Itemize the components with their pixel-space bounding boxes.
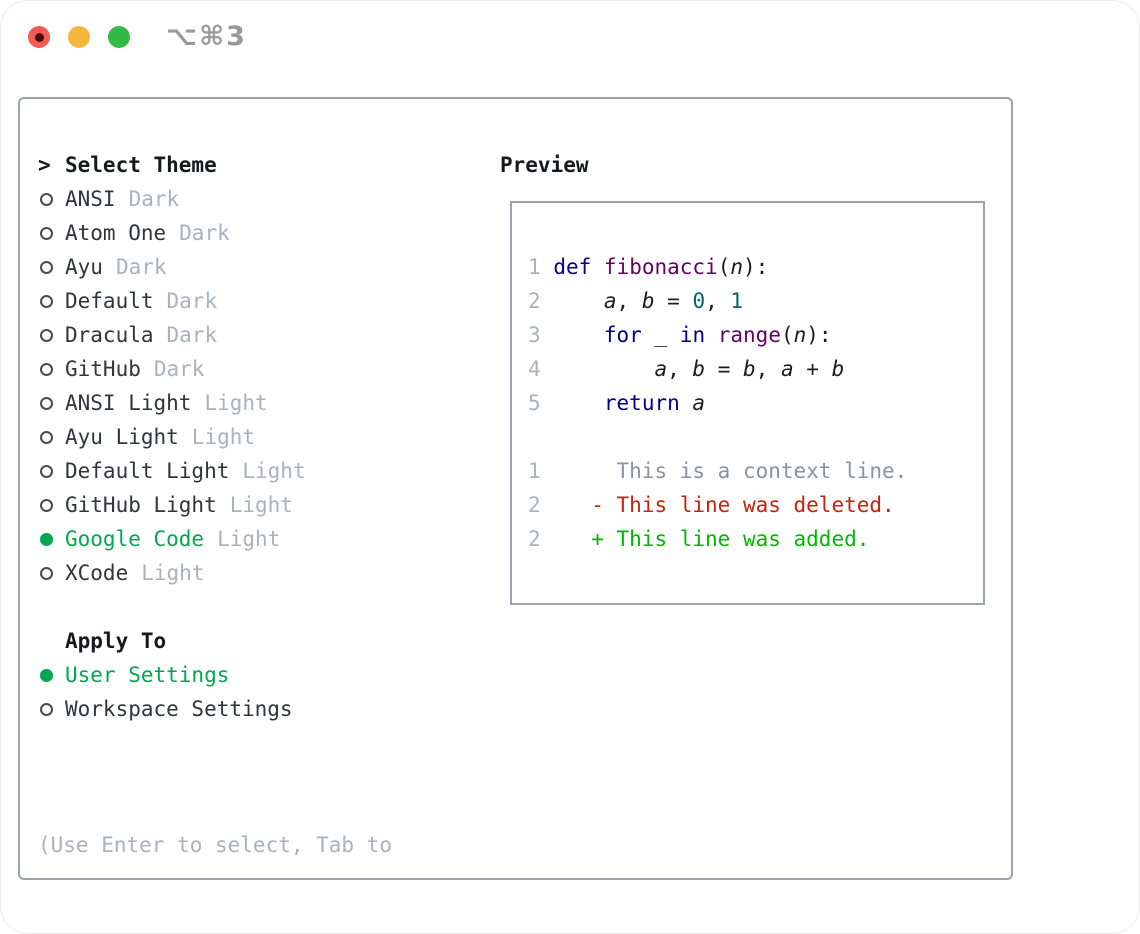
diff-line-context: 1 This is a context line. <box>528 459 908 483</box>
theme-option-ansi-light[interactable]: ANSI Light Light <box>38 386 392 420</box>
radio-icon <box>38 498 65 512</box>
theme-variant: Light <box>191 425 256 449</box>
unsaved-indicator-icon <box>34 32 44 42</box>
theme-name: ANSI <box>65 187 116 211</box>
theme-variant: Light <box>242 459 306 483</box>
theme-variant: Light <box>141 561 205 585</box>
code-line: 3 for _ in range(n): <box>528 323 832 347</box>
line-number: 2 <box>528 493 541 517</box>
theme-option-default[interactable]: Default Dark <box>38 284 392 318</box>
preview-pane: 1 def fibonacci(n): 2 a, b = 0, 1 3 for _ … <box>510 201 985 605</box>
theme-name: GitHub <box>65 357 141 381</box>
line-number: 3 <box>528 323 541 347</box>
theme-variant: Dark <box>166 323 218 347</box>
diff-line-deleted: 2 - This line was deleted. <box>528 493 895 517</box>
theme-option-xcode[interactable]: XCode Light <box>38 556 392 590</box>
traffic-lights <box>28 26 130 48</box>
line-number: 4 <box>528 357 541 381</box>
code-line: 4 a, b = b, a + b <box>528 357 845 381</box>
preview-title: Preview <box>500 153 589 177</box>
radio-icon <box>38 396 65 410</box>
theme-name: GitHub Light <box>65 493 217 517</box>
apply-to-header: Apply To <box>38 624 392 658</box>
radio-icon <box>38 702 65 716</box>
theme-name: ANSI Light <box>65 391 192 415</box>
code-line: 2 a, b = 0, 1 <box>528 289 744 313</box>
radio-icon <box>38 226 65 240</box>
line-number: 5 <box>528 391 541 415</box>
line-number: 1 <box>528 459 541 483</box>
theme-option-ansi[interactable]: ANSI Dark <box>38 182 392 216</box>
apply-option-user-settings[interactable]: User Settings <box>38 658 392 692</box>
theme-variant: Dark <box>153 357 205 381</box>
radio-icon <box>38 362 65 376</box>
theme-option-github[interactable]: GitHub Dark <box>38 352 392 386</box>
theme-variant: Dark <box>128 187 180 211</box>
blank-line <box>528 420 983 454</box>
theme-option-github-light[interactable]: GitHub Light Light <box>38 488 392 522</box>
zoom-button[interactable] <box>108 26 130 48</box>
radio-icon <box>38 294 65 308</box>
apply-to-title: Apply To <box>65 629 167 653</box>
minimize-button[interactable] <box>68 26 90 48</box>
theme-name: Ayu <box>65 255 103 279</box>
apply-option-label: User Settings <box>65 663 230 687</box>
line-number: 1 <box>528 255 541 279</box>
focus-caret-icon: > <box>38 153 51 177</box>
code-line: 5 return a <box>528 391 706 415</box>
radio-icon <box>38 328 65 342</box>
theme-option-default-light[interactable]: Default Light Light <box>38 454 392 488</box>
theme-name: XCode <box>65 561 129 585</box>
line-number: 2 <box>528 527 541 551</box>
diff-line-added: 2 + This line was added. <box>528 527 870 551</box>
theme-name: Dracula <box>65 323 154 347</box>
code-line: 1 def fibonacci(n): <box>528 255 769 279</box>
select-theme-title: Select Theme <box>65 153 217 177</box>
window-title: ⌥⌘3 <box>166 21 247 52</box>
theme-variant: Light <box>217 527 281 551</box>
radio-icon <box>38 464 65 478</box>
help-text-line2: change focus) <box>38 930 392 934</box>
selected-radio-icon <box>38 532 65 546</box>
line-number: 2 <box>528 289 541 313</box>
theme-variant: Light <box>204 391 268 415</box>
select-theme-header: > Select Theme <box>38 148 392 182</box>
theme-name: Default <box>65 289 154 313</box>
theme-option-ayu[interactable]: Ayu Dark <box>38 250 392 284</box>
theme-variant: Light <box>229 493 293 517</box>
spacer <box>38 590 392 624</box>
spacer <box>38 726 392 760</box>
radio-icon <box>38 566 65 580</box>
theme-name: Ayu Light <box>65 425 179 449</box>
theme-variant: Dark <box>166 289 218 313</box>
apply-option-label: Workspace Settings <box>65 697 293 721</box>
titlebar: ⌥⌘3 <box>0 0 1140 75</box>
theme-name: Google Code <box>65 527 205 551</box>
theme-option-ayu-light[interactable]: Ayu Light Light <box>38 420 392 454</box>
theme-name: Atom One <box>65 221 167 245</box>
close-button[interactable] <box>28 26 50 48</box>
theme-variant: Dark <box>115 255 167 279</box>
apply-option-workspace-settings[interactable]: Workspace Settings <box>38 692 392 726</box>
theme-option-google-code[interactable]: Google Code Light <box>38 522 392 556</box>
radio-icon <box>38 260 65 274</box>
radio-icon <box>38 430 65 444</box>
theme-option-atom-one[interactable]: Atom One Dark <box>38 216 392 250</box>
help-text: (Use Enter to select, Tab to change focu… <box>38 760 392 934</box>
radio-icon <box>38 192 65 206</box>
help-text-line1: (Use Enter to select, Tab to <box>38 833 393 857</box>
selected-radio-icon <box>38 668 65 682</box>
theme-variant: Dark <box>179 221 230 245</box>
theme-name: Default Light <box>65 459 230 483</box>
theme-option-dracula[interactable]: Dracula Dark <box>38 318 392 352</box>
